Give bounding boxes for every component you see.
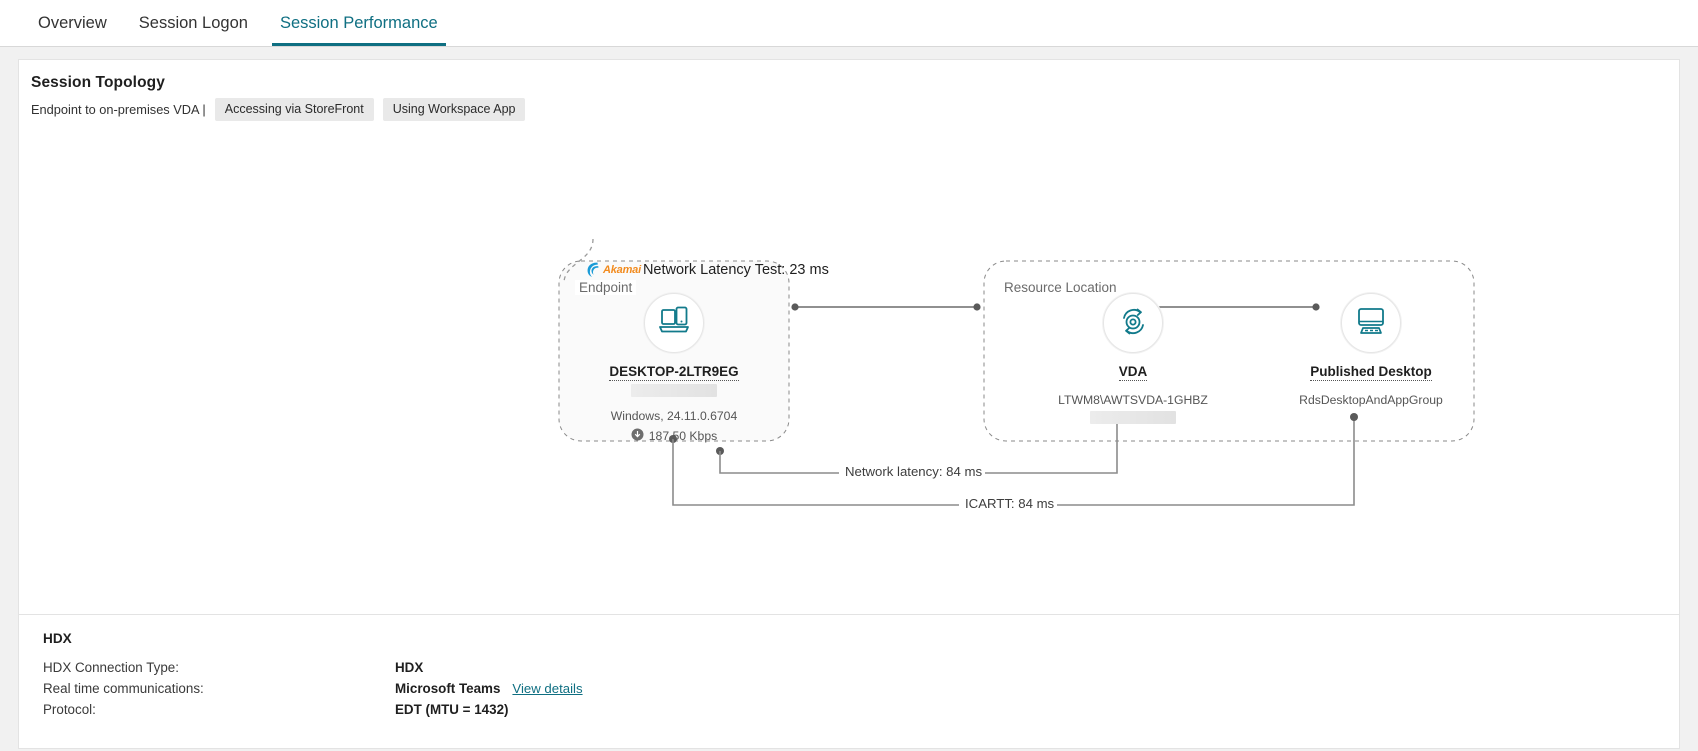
- hdx-rtc-value: Microsoft Teams: [395, 681, 501, 696]
- icartt-label: ICARTT: 84 ms: [965, 496, 1055, 511]
- link-dot-resource: [973, 303, 981, 311]
- session-topology-card: Session Topology Endpoint to on-premises…: [18, 59, 1680, 749]
- hdx-connection-type-label: HDX Connection Type:: [43, 660, 179, 675]
- network-latency-label: Network latency: 84 ms: [845, 464, 983, 479]
- endpoint-zone-label: Endpoint: [575, 280, 637, 295]
- endpoint-os: Windows, 24.11.0.6704: [610, 409, 738, 423]
- hdx-protocol-label: Protocol:: [43, 702, 96, 717]
- subtitle-text: Endpoint to on-premises VDA |: [31, 102, 206, 117]
- icartt-line-left: [672, 439, 959, 506]
- akamai-latency-text: Network Latency Test: 23 ms: [642, 261, 829, 278]
- hdx-row-connection-type: HDX Connection Type: HDX: [43, 660, 1679, 675]
- node-vda: VDA LTWM8\AWTSVDA-1GHBZ: [1033, 293, 1233, 424]
- hdx-section-title: HDX: [43, 631, 72, 646]
- akamai-latency-test: Akamai Network Latency Test: 23 ms: [585, 261, 829, 278]
- tab-bar: Overview Session Logon Session Performan…: [0, 0, 1698, 47]
- node-published-desktop: Published Desktop RdsDesktopAndAppGroup: [1271, 293, 1471, 408]
- monitor-icon: [1355, 307, 1387, 340]
- published-node-circle: [1341, 293, 1401, 353]
- laptop-phone-icon: [658, 306, 690, 341]
- vda-host: LTWM8\AWTSVDA-1GHBZ: [1058, 393, 1208, 407]
- vda-redacted-field: [1090, 411, 1176, 424]
- hdx-protocol-value: EDT (MTU = 1432): [395, 702, 509, 717]
- view-details-link[interactable]: View details: [512, 681, 583, 696]
- topology-canvas: Akamai Network Latency Test: 23 ms Endpo…: [19, 121, 1679, 561]
- akamai-brand-text: Akamai: [603, 263, 641, 276]
- vda-name[interactable]: VDA: [1118, 364, 1148, 381]
- download-arrow-icon: [631, 428, 644, 444]
- published-desktop-group: RdsDesktopAndAppGroup: [1299, 393, 1443, 407]
- link-dot-published: [1312, 303, 1320, 311]
- hdx-row-protocol: Protocol: EDT (MTU = 1432): [43, 702, 1679, 717]
- hdx-row-rtc: Real time communications: Microsoft Team…: [43, 681, 1679, 696]
- link-dot-endpoint: [791, 303, 799, 311]
- endpoint-node-circle: [644, 293, 704, 353]
- endpoint-bandwidth-row: 187.50 Kbps: [574, 428, 774, 444]
- page-title: Session Topology: [31, 74, 165, 91]
- endpoint-bandwidth-value: 187.50 Kbps: [648, 429, 718, 443]
- chip-storefront: Accessing via StoreFront: [214, 98, 374, 121]
- endpoint-redacted-field: [631, 384, 717, 397]
- tab-session-logon[interactable]: Session Logon: [138, 14, 248, 32]
- endpoint-name[interactable]: DESKTOP-2LTR9EG: [609, 364, 739, 381]
- resource-zone-label: Resource Location: [1000, 280, 1121, 295]
- page-body: Session Topology Endpoint to on-premises…: [0, 47, 1698, 751]
- akamai-logo-icon: Akamai: [585, 261, 641, 278]
- network-latency-line-right: [985, 417, 1118, 474]
- hdx-rtc-label: Real time communications:: [43, 681, 204, 696]
- akamai-connector: [563, 238, 594, 284]
- chip-workspace-app: Using Workspace App: [382, 98, 526, 121]
- hdx-panel: HDX HDX Connection Type: HDX Real time c…: [19, 614, 1679, 748]
- network-latency-line-left: [719, 451, 839, 474]
- card-header: Session Topology Endpoint to on-premises…: [19, 60, 1679, 121]
- published-desktop-name[interactable]: Published Desktop: [1310, 364, 1432, 381]
- tab-overview[interactable]: Overview: [38, 14, 107, 32]
- hdx-connection-type-value: HDX: [395, 660, 424, 675]
- vda-icon: [1118, 306, 1148, 341]
- subtitle-row: Endpoint to on-premises VDA | Accessing …: [31, 98, 1679, 121]
- icartt-anchor-published: [1350, 413, 1358, 421]
- tab-session-performance[interactable]: Session Performance: [264, 0, 454, 46]
- vda-node-circle: [1103, 293, 1163, 353]
- node-endpoint: DESKTOP-2LTR9EG Windows, 24.11.0.6704 18…: [574, 293, 774, 444]
- icartt-line-right: [1057, 417, 1355, 506]
